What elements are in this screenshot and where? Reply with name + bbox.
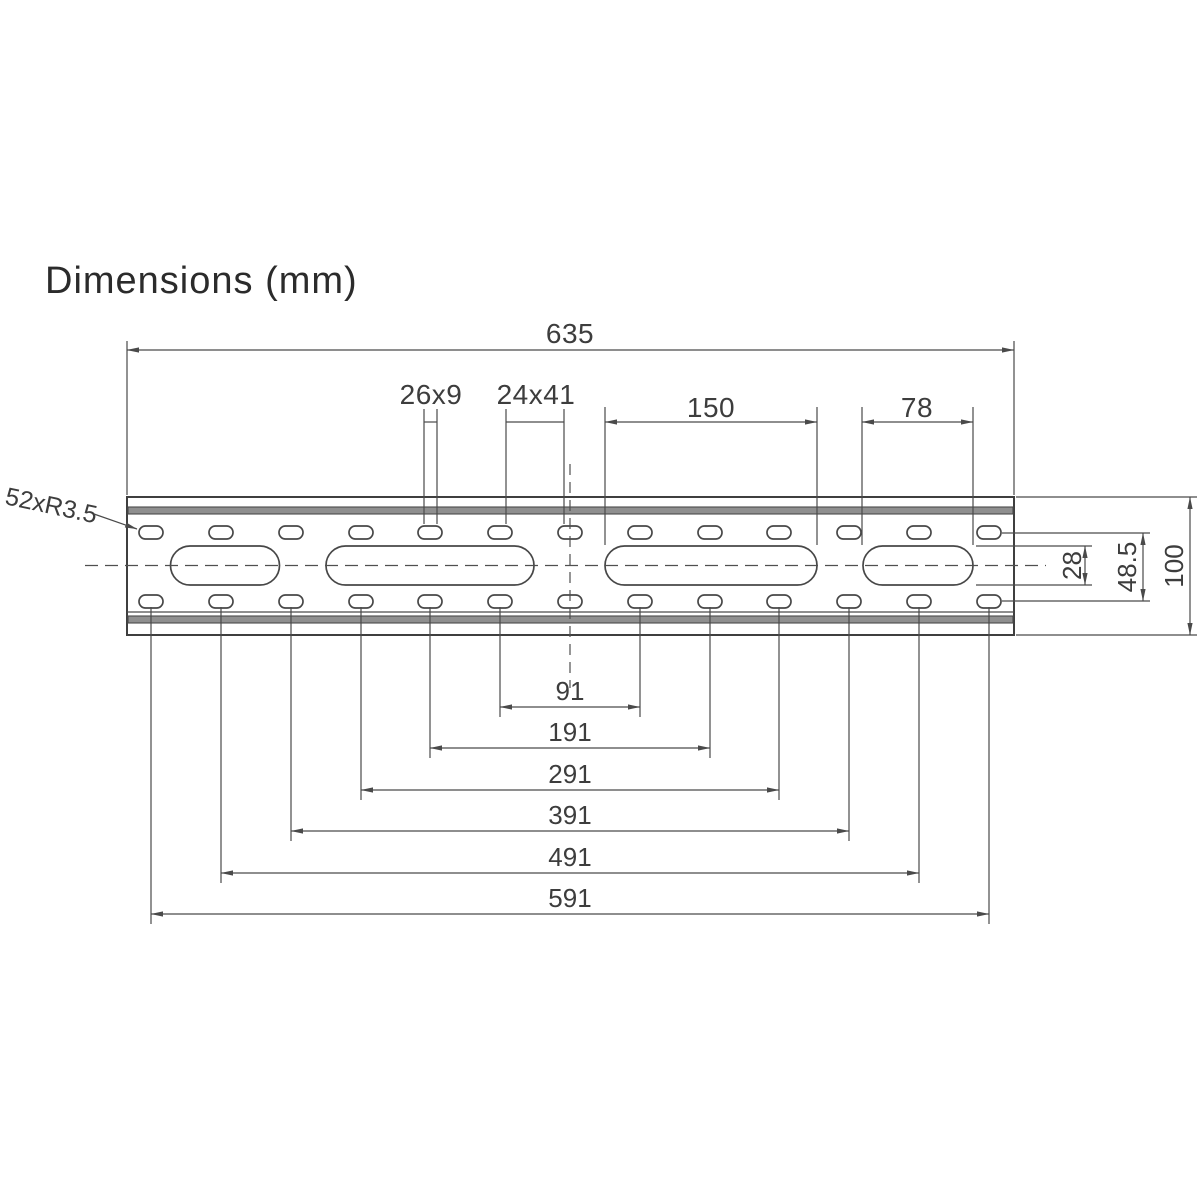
small-slot: [348, 525, 374, 540]
small-slot: [836, 594, 862, 609]
small-slot: [766, 594, 792, 609]
small-slot: [627, 525, 653, 540]
chain-extension-lines: [150, 607, 990, 924]
small-slot: [836, 525, 862, 540]
small-slot: [417, 525, 443, 540]
bolt-spacing-label: 91: [556, 676, 585, 706]
small-slot: [627, 594, 653, 609]
total-length-label: 635: [546, 318, 594, 349]
dim-row-spacing: 48.5: [1002, 532, 1150, 602]
row-spacing-label: 48.5: [1112, 542, 1142, 593]
small-slot: [487, 525, 513, 540]
small-slot: [138, 594, 164, 609]
bolt-spacing-label: 291: [548, 759, 591, 789]
small-slot: [417, 594, 443, 609]
small-slot: [766, 525, 792, 540]
dim-bolt-spacing-491: 491: [220, 842, 920, 876]
small-slot: [487, 594, 513, 609]
large-slot-a-label: 150: [687, 392, 735, 423]
small-slot: [278, 594, 304, 609]
small-slot-label: 26x9: [400, 379, 463, 410]
small-slot: [906, 594, 932, 609]
small-slot: [697, 525, 723, 540]
dim-bolt-spacing-91: 91: [499, 676, 641, 710]
small-slot: [208, 525, 234, 540]
bolt-spacing-label: 391: [548, 800, 591, 830]
small-slot: [348, 594, 374, 609]
dim-profile-height: 100: [1016, 496, 1197, 636]
profile-height-label: 100: [1159, 544, 1189, 587]
bolt-spacing-label: 591: [548, 883, 591, 913]
dim-bolt-spacing-591: 591: [150, 883, 990, 917]
dim-bolt-spacing-191: 191: [429, 717, 711, 751]
dim-small-slot: 26x9: [400, 379, 463, 524]
small-slot: [208, 594, 234, 609]
large-slot-height-label: 28: [1057, 551, 1087, 580]
page-title: Dimensions (mm): [45, 260, 358, 302]
dim-large-slot-b: 78: [861, 392, 974, 545]
small-slot: [906, 525, 932, 540]
small-slot: [278, 525, 304, 540]
bolt-spacing-label: 491: [548, 842, 591, 872]
top-slot-row: [138, 525, 1002, 540]
small-slot: [976, 525, 1002, 540]
dim-bolt-spacing-391: 391: [290, 800, 850, 834]
leader-end-radius: 52xR3.5: [3, 482, 138, 530]
dim-large-slot-a: 150: [604, 392, 818, 545]
slot-gap-label: 24x41: [497, 379, 576, 410]
small-slot: [697, 594, 723, 609]
dim-bolt-spacing-291: 291: [360, 759, 780, 793]
dim-total-length: 635: [126, 318, 1015, 495]
end-radius-label: 52xR3.5: [3, 482, 100, 529]
small-slot: [138, 525, 164, 540]
dim-large-slot-height: 28: [976, 545, 1092, 586]
small-slot: [976, 594, 1002, 609]
bolt-spacing-label: 191: [548, 717, 591, 747]
dim-slot-gap: 24x41: [497, 379, 576, 524]
large-slot-b-label: 78: [901, 392, 933, 423]
